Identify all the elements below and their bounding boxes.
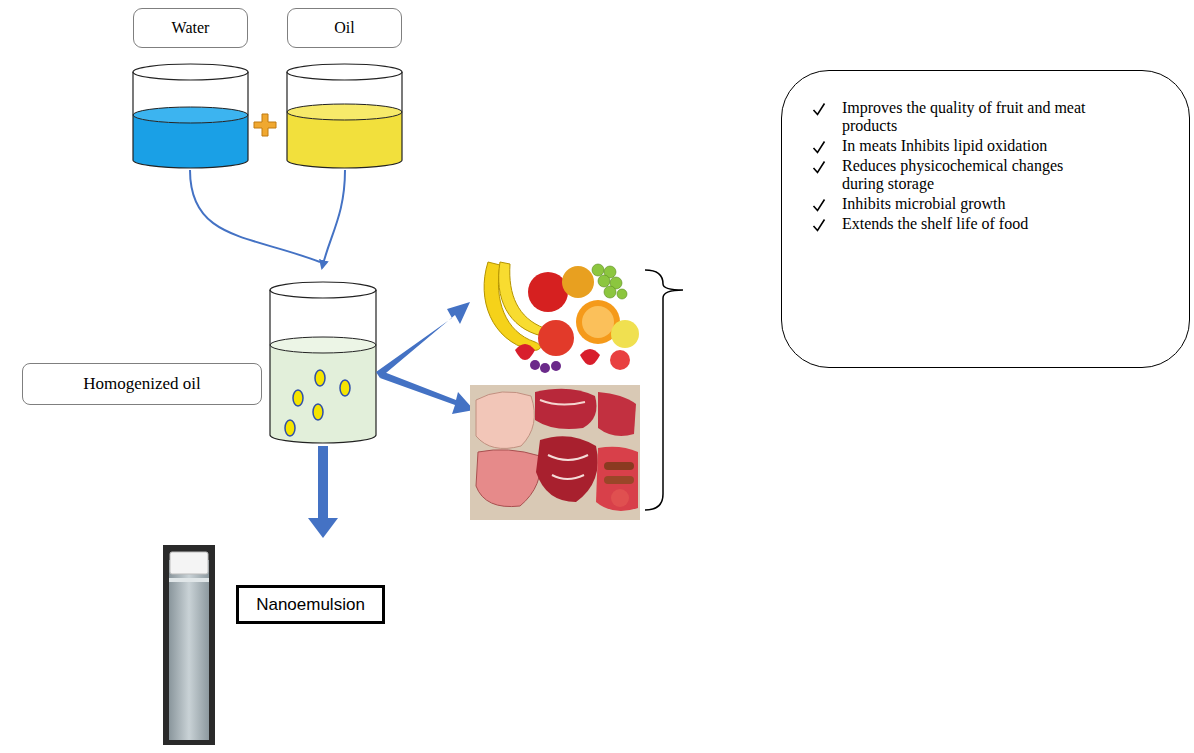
check-mark bbox=[812, 198, 826, 212]
benefit-text: Extends the shelf life of food bbox=[842, 215, 1102, 233]
check-mark bbox=[812, 140, 826, 154]
benefit-text: Reduces physicochemical changes during s… bbox=[842, 157, 1102, 193]
label-box: Homogenized oil bbox=[22, 363, 262, 405]
bracket bbox=[645, 270, 683, 510]
benefit-text: Inhibits microbial growth bbox=[842, 195, 1102, 213]
flow-arrow bbox=[322, 170, 345, 268]
benefit-text: In meats Inhibits lipid oxidation bbox=[842, 137, 1102, 155]
check-mark bbox=[812, 102, 826, 116]
benefit-item: Reduces physicochemical changes during s… bbox=[812, 157, 1169, 193]
mixing-beaker bbox=[270, 282, 376, 443]
benefit-list-box: Improves the quality of fruit and meat p… bbox=[781, 70, 1190, 368]
box-label: Oil bbox=[334, 19, 354, 37]
box-label: Homogenized oil bbox=[83, 374, 201, 394]
benefit-item: Inhibits microbial growth bbox=[812, 195, 1169, 213]
title-box: Nanoemulsion bbox=[236, 585, 385, 624]
benefit-item: Extends the shelf life of food bbox=[812, 215, 1169, 233]
fruit-picture bbox=[475, 252, 640, 380]
box-label: Water bbox=[172, 19, 210, 37]
label-box: Oil bbox=[287, 8, 402, 48]
check-mark bbox=[812, 218, 826, 232]
benefit-text: Improves the quality of fruit and meat p… bbox=[842, 99, 1102, 135]
meat-picture bbox=[470, 385, 640, 520]
benefit-item: In meats Inhibits lipid oxidation bbox=[812, 137, 1169, 155]
check-mark bbox=[812, 160, 826, 174]
benefit-item: Improves the quality of fruit and meat p… bbox=[812, 99, 1169, 135]
jar-picture bbox=[163, 545, 215, 745]
box-label: Nanoemulsion bbox=[256, 595, 365, 615]
plus-symbol bbox=[254, 114, 276, 136]
label-box: Water bbox=[133, 8, 248, 48]
block-arrows bbox=[308, 302, 474, 538]
flow-line bbox=[190, 170, 320, 262]
water-beaker bbox=[133, 64, 248, 168]
oil-beaker bbox=[287, 64, 402, 168]
